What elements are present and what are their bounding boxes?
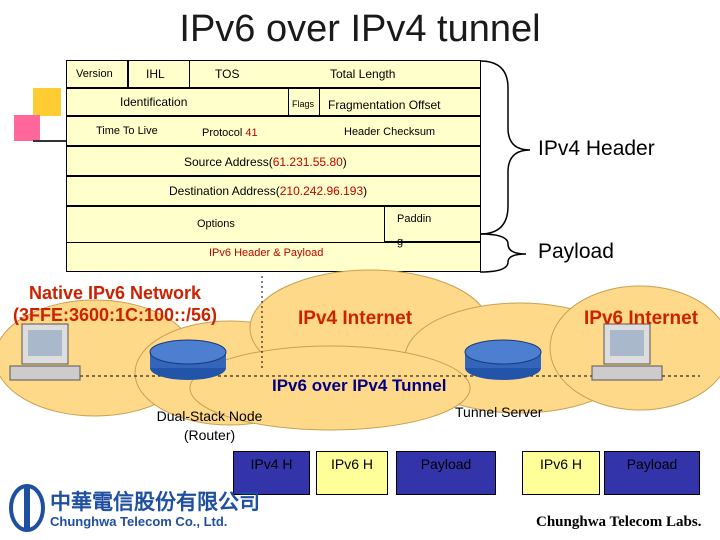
network-cloud	[0, 269, 720, 431]
protocol-value: 41	[245, 127, 258, 139]
tunnel-label: IPv6 over IPv4 Tunnel	[272, 376, 447, 395]
decor-square-pink	[14, 115, 40, 141]
field-options: Options	[197, 218, 235, 230]
row-2	[66, 88, 481, 116]
native-network-line1: Native IPv6 Network	[28, 283, 202, 303]
field-padding-line2: g	[397, 236, 404, 248]
packet-payload-right: Payload	[604, 451, 700, 495]
field-ttl: Time To Live	[96, 125, 158, 137]
right-computer-icon	[591, 323, 663, 381]
native-network-label: Native IPv6 Network (3FFE:3600:1C:100::/…	[0, 282, 230, 326]
field-tos: TOS	[215, 67, 240, 81]
label-ipv4-header: IPv4 Header	[538, 137, 655, 160]
packet-payload-left: Payload	[396, 451, 496, 495]
field-source-address: Source Address(61.231.55.80)	[184, 155, 347, 169]
row-5	[66, 176, 481, 206]
field-padding-line1: Paddin	[397, 213, 432, 225]
ipv6-internet-label: IPv6 Internet	[584, 308, 699, 329]
field-ipv6-payload: IPv6 Header & Payload	[209, 247, 324, 259]
cell-payload-field	[66, 242, 481, 272]
tunnel-server-label: Tunnel Server	[455, 404, 543, 420]
packet-ipv4-h: IPv4 H	[233, 451, 310, 495]
dual-stack-line1: Dual-Stack Node	[156, 408, 263, 424]
dual-stack-label: Dual-Stack Node (Router)	[142, 407, 277, 445]
ipv4-internet-label: IPv4 Internet	[298, 308, 413, 329]
braces	[479, 60, 531, 273]
field-destination-address: Destination Address(210.242.96.193)	[169, 184, 368, 198]
dual-stack-line2: (Router)	[183, 427, 236, 443]
field-ihl: IHL	[146, 67, 165, 81]
field-total-length: Total Length	[330, 67, 396, 81]
label-payload: Payload	[538, 240, 614, 263]
tunnel-server-router-icon	[464, 339, 542, 380]
cell-ihl	[128, 60, 190, 88]
field-flags: Flags	[292, 99, 315, 109]
native-network-line2: (3FFE:3600:1C:100::/56)	[12, 305, 218, 325]
field-protocol: Protocol 41	[202, 127, 258, 139]
ipv4-header-diagram: Version IHL TOS Total Length Identificat…	[66, 60, 481, 272]
labs-label: Chunghwa Telecom Labs.	[536, 514, 702, 530]
cell-padding	[384, 206, 481, 242]
field-version: Version	[76, 68, 113, 80]
packet-ipv6-h-left: IPv6 H	[316, 451, 388, 495]
field-fragmentation-offset: Fragmentation Offset	[328, 98, 441, 112]
page-title: IPv6 over IPv4 tunnel	[179, 8, 541, 50]
decor-square-yellow	[33, 88, 61, 116]
router-icon	[149, 339, 227, 380]
packet-ipv6-h-right: IPv6 H	[522, 451, 600, 495]
decor-line	[33, 140, 69, 142]
row-4	[66, 146, 481, 176]
field-identification: Identification	[120, 95, 188, 109]
company-name-en: Chunghwa Telecom Co., Ltd.	[50, 514, 228, 529]
destination-address-value: 210.242.96.193	[279, 184, 364, 198]
company-name-cn: 中華電信股份有限公司	[50, 490, 260, 514]
field-checksum: Header Checksum	[344, 126, 436, 138]
row-3	[66, 116, 481, 146]
left-computer-icon	[9, 323, 81, 381]
chunghwa-logo-icon	[9, 484, 45, 532]
source-address-value: 61.231.55.80	[272, 155, 343, 169]
cell-version	[66, 60, 128, 88]
cell-flags	[288, 88, 320, 116]
